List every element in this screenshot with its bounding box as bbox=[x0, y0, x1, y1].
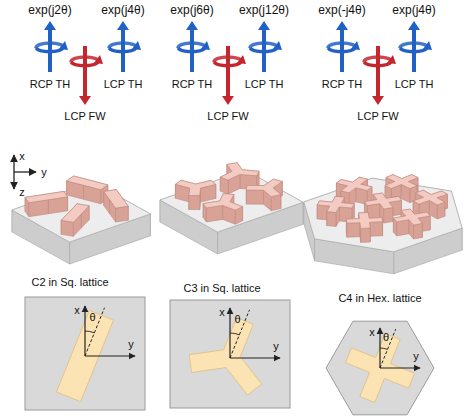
transmitted-beam bbox=[109, 21, 141, 72]
beam-label: RCP TH bbox=[322, 78, 363, 91]
axis-label: y bbox=[413, 350, 419, 363]
substrate bbox=[12, 182, 150, 264]
phase-label: exp(j4θ) bbox=[392, 4, 435, 18]
incident-beam bbox=[71, 46, 103, 105]
beam-label: RCP TH bbox=[172, 78, 213, 91]
unit-cell-inset bbox=[170, 300, 290, 408]
incident-beam bbox=[214, 46, 246, 105]
meta-atom bbox=[25, 191, 68, 216]
beam-label: LCP TH bbox=[245, 78, 284, 91]
beam-label: LCP TH bbox=[104, 78, 143, 91]
axis-label: x bbox=[74, 304, 80, 317]
phase-label: exp(j6θ) bbox=[170, 4, 213, 18]
angle-label: θ bbox=[383, 330, 389, 343]
transmitted-beam bbox=[36, 21, 68, 72]
beam-label: LCP FW bbox=[64, 110, 105, 123]
c3-sample bbox=[160, 163, 303, 254]
meta-atom bbox=[61, 204, 89, 237]
caption: C3 in Sq. lattice bbox=[183, 282, 260, 295]
substrate bbox=[304, 178, 462, 274]
beam-label: LCP TH bbox=[395, 78, 434, 91]
phase-label: exp(-j4θ) bbox=[318, 4, 365, 18]
axis-label: y bbox=[41, 166, 47, 179]
incident-beam bbox=[364, 46, 396, 105]
meta-atom bbox=[346, 213, 382, 243]
axis-triad bbox=[14, 155, 36, 189]
phase-label: exp(j4θ) bbox=[101, 4, 144, 18]
axis-label: x bbox=[219, 306, 225, 319]
meta-atom bbox=[67, 176, 108, 204]
caption: C2 in Sq. lattice bbox=[31, 276, 108, 289]
phase-label: exp(j12θ) bbox=[239, 4, 289, 18]
transmitted-beam bbox=[250, 21, 282, 72]
substrate bbox=[160, 170, 303, 254]
beam-label: LCP FW bbox=[357, 110, 398, 123]
beam-label: RCP TH bbox=[30, 78, 71, 91]
c2-sample bbox=[12, 176, 150, 264]
c4-sample bbox=[304, 175, 462, 274]
transmitted-beam bbox=[178, 21, 210, 72]
axis-label: x bbox=[369, 326, 375, 339]
meta-atom bbox=[203, 194, 242, 225]
axis-label: y bbox=[273, 340, 279, 353]
angle-label: θ bbox=[90, 310, 96, 323]
beam-label: LCP FW bbox=[207, 110, 248, 123]
unit-cell-inset bbox=[25, 297, 145, 410]
axis-label: z bbox=[19, 186, 25, 199]
meta-atom bbox=[393, 209, 430, 239]
meta-atom bbox=[246, 179, 282, 211]
meta-atom bbox=[104, 190, 128, 223]
angle-label: θ bbox=[235, 312, 241, 325]
axis-label: y bbox=[128, 338, 134, 351]
transmitted-beam bbox=[328, 21, 360, 72]
unit-cell-inset bbox=[326, 321, 434, 415]
transmitted-beam bbox=[400, 21, 432, 72]
phase-label: exp(j2θ) bbox=[28, 4, 71, 18]
caption: C4 in Hex. lattice bbox=[338, 292, 421, 305]
axis-label: x bbox=[19, 150, 25, 163]
